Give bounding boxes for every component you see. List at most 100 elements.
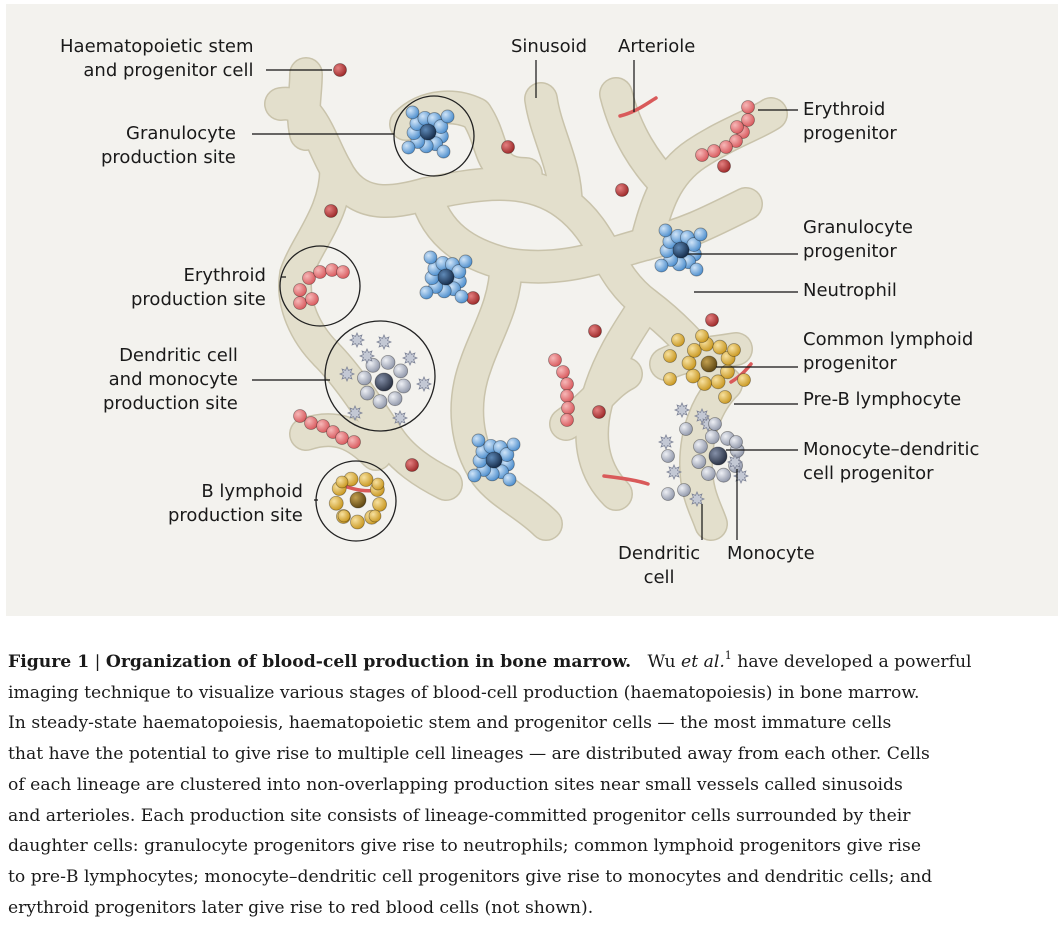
dendritic-cell [416,376,432,392]
dendritic-cell [347,405,363,421]
neutrophil-cell [405,105,420,120]
caption-etal: et al. [681,652,725,672]
pre-b-lymphocyte-cell [712,339,728,355]
pre-b-lymphocyte-cell [371,477,385,491]
dendritic-cell [349,332,365,348]
erythroid-cell [729,134,743,148]
pre-b-lymphocyte-cell [727,343,741,357]
neutrophil-cell [467,468,482,483]
neutrophil-cell [471,433,486,448]
hspc-cell [592,405,606,419]
monocyte-cell [661,487,675,501]
erythroid-cell [335,431,349,445]
sinusoid-vessel [279,153,352,370]
sinusoid-vessel [310,338,462,500]
pre-b-lymphocyte-cell [328,495,344,511]
caption-line: imaging technique to visualize various s… [8,682,920,703]
arteriole-vessel [602,474,650,486]
label-common-lymphoid-progenitor: Common lymphoid progenitor [803,329,974,374]
pre-b-lymphocyte-cell [358,472,374,487]
monocyte-cell [701,466,716,481]
figure-caption: Figure 1 | Organization of blood-cell pr… [8,647,1060,923]
neutrophil-cell [693,227,708,242]
erythroid-cell [293,283,307,297]
erythroid-cell [313,265,327,279]
neutrophil-cell [654,258,669,273]
common-lymphoid-progenitor-cell [349,491,367,509]
sinusoid-vessel [451,248,562,540]
hspc-cell [405,458,419,472]
neutrophil-cell [451,264,467,279]
erythroid-cell [336,265,350,279]
hspc-cell [588,324,602,338]
caption-line: daughter cells: granulocyte progenitors … [8,836,922,857]
monocyte-cell [704,429,720,445]
dendritic-cell [689,491,705,507]
hspc-cell [705,313,719,327]
dendritic-cell [727,454,743,470]
neutrophil-cell [499,447,515,462]
caption-figure-number: Figure 1 [8,652,90,672]
monocyte-cell [693,439,708,454]
neutrophil-cell [423,250,438,265]
monocyte-dc-progenitor-cell [374,372,394,392]
caption-title: Organization of blood-cell production in… [105,652,632,672]
diagram-panel: Haematopoietic stem and progenitor cell … [6,4,1058,616]
granulocyte-progenitor-cell [672,241,690,259]
hspc-cell [501,140,515,154]
b-lymphoid-site-circle [315,460,397,542]
monocyte-cell [380,354,396,370]
hspc-cell [333,63,347,77]
caption-line: erythroid progenitors later give rise to… [8,897,594,918]
label-sinusoid: Sinusoid [511,36,588,57]
caption-line: In steady-state haematopoiesis, haematop… [8,713,892,734]
neutrophil-cell [689,262,704,277]
monocyte-dc-progenitor-cell [708,446,728,466]
monocyte-cell [372,394,388,410]
sinusoid-vessel [550,358,642,440]
neutrophil-cell [502,472,517,487]
neutrophil-cell [506,437,521,452]
pre-b-lymphocyte-cell [663,372,677,386]
sinusoid-vessel [288,58,322,150]
neutrophil-cell [419,285,434,300]
erythroid-cell [695,148,709,162]
label-dendritic-cell: Dendritic cell [618,543,701,588]
label-b-lymphoid-site: B lymphoid production site [168,481,303,526]
sinusoid-vessel [600,78,682,200]
label-monocyte-dc-progenitor: Monocyte–dendritic cell progenitor [803,439,980,484]
label-monocyte: Monocyte [727,543,815,564]
neutrophil-cell [454,289,469,304]
dendritic-cell [666,464,682,480]
erythroid-cell [305,292,319,306]
monocyte-cell [359,385,375,401]
monocyte-cell [729,435,743,449]
neutrophil-cell [436,144,451,159]
erythroid-cell [730,120,744,134]
monocyte-cell [708,417,722,431]
label-erythroid-site: Erythroid production site [131,265,266,310]
neutrophil-cell [458,254,473,269]
erythroid-cell [548,353,562,367]
erythroid-cell [719,140,733,154]
sinusoid-vessel [460,98,542,190]
erythroid-cell [561,401,575,415]
arteriole-vessel [729,362,753,384]
monocyte-cell [356,370,372,386]
caption-ref: 1 [724,649,732,663]
label-erythroid-progenitor: Erythroid progenitor [803,99,897,144]
pre-b-lymphocyte-cell [718,390,732,404]
dendritic-cell [733,468,749,484]
caption-line: to pre-B lymphocytes; monocyte–dendritic… [8,866,933,887]
label-arteriole: Arteriole [618,36,696,57]
erythroid-cell [556,365,570,379]
monocyte-cell [365,357,381,373]
hspc-cell [466,291,480,305]
neutrophil-cell [658,223,673,238]
caption-line: and arterioles. Each production site con… [8,805,911,826]
erythroid-cell [560,377,574,391]
erythroid-cell [741,113,755,127]
erythroid-cell [560,413,574,427]
dendritic-cell [359,348,375,364]
pre-b-lymphocyte-cell [695,329,709,343]
